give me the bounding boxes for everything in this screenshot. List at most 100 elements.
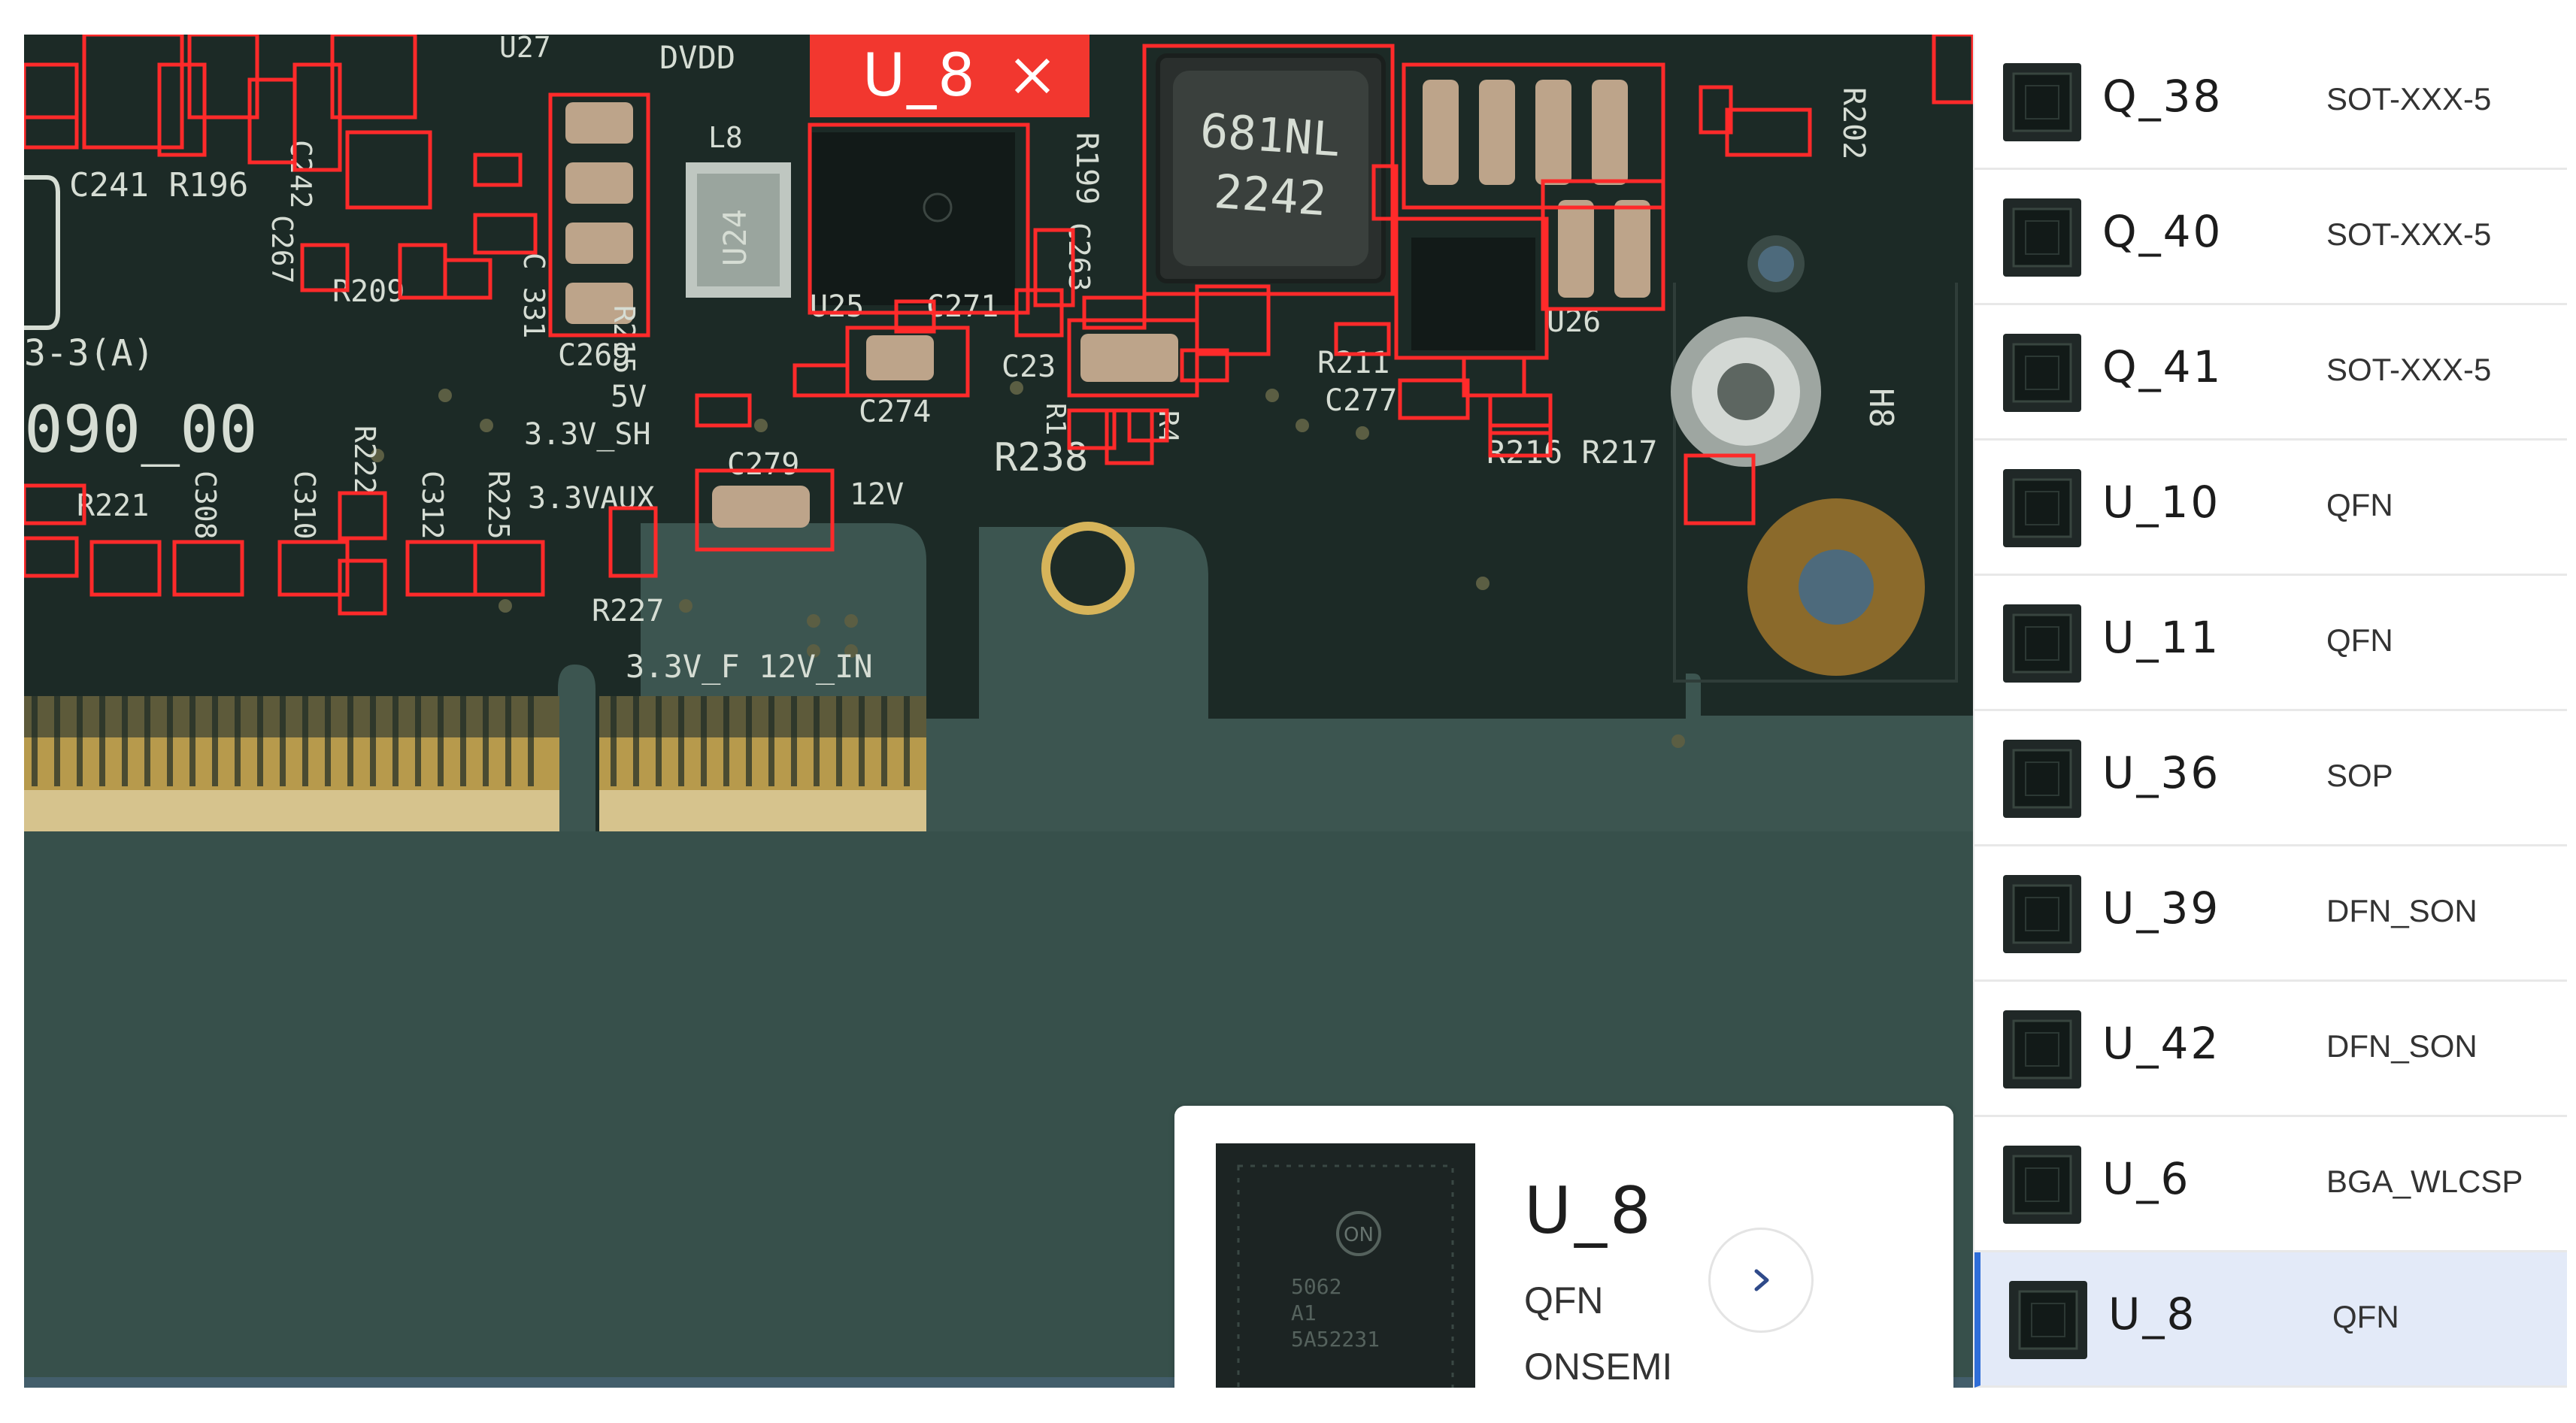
silk-c242: C242 xyxy=(284,140,317,209)
component-package: SOT-XXX-5 xyxy=(2326,81,2492,117)
component-detail-card: ON 5062 A1 5A52231 U_8 QFN ONSEMI xyxy=(1174,1106,1953,1388)
mount-hole-lower xyxy=(1747,498,1925,676)
component-thumbnail xyxy=(2003,1146,2081,1224)
inductor-bottom-text: 2242 xyxy=(1212,164,1328,226)
detail-next-button[interactable] xyxy=(1708,1228,1814,1333)
silk-c312: C312 xyxy=(416,471,449,540)
component-name: Q_41 xyxy=(2102,341,2223,392)
chevron-right-icon xyxy=(1754,1269,1769,1291)
silk-r238: R238 xyxy=(994,435,1088,480)
silk-r209: C 331 xyxy=(517,253,550,338)
mount-hole-tray xyxy=(1041,522,1135,615)
component-list-item[interactable]: Q_40 SOT-XXX-5 xyxy=(1974,170,2567,305)
edge-connector xyxy=(24,696,926,831)
silk-r227: R227 xyxy=(592,594,664,628)
silk-c269: C269 xyxy=(558,338,630,373)
component-name: U_39 xyxy=(2102,883,2221,934)
mount-hole-h8 xyxy=(1671,316,1821,467)
component-thumbnail xyxy=(2003,1010,2081,1088)
component-list-item[interactable]: Q_38 SOT-XXX-5 xyxy=(1974,35,2567,170)
silk-c23: C23 xyxy=(1002,350,1056,384)
left-connector-outline xyxy=(24,175,60,330)
component-package: DFN_SON xyxy=(2326,893,2478,928)
silk-r1: R1 xyxy=(1040,403,1071,435)
mount-hole-small xyxy=(1747,235,1805,292)
component-thumbnail xyxy=(2003,740,2081,818)
component-list-item[interactable]: U_39 DFN_SON xyxy=(1974,846,2567,982)
component-package: SOP xyxy=(2326,758,2393,793)
bbox-c274 xyxy=(845,325,970,398)
silk-c271: C271 xyxy=(926,289,999,324)
component-list-item[interactable]: Q_41 SOT-XXX-5 xyxy=(1974,305,2567,441)
silk-c279: C279 xyxy=(727,447,799,482)
silk-c274: C274 xyxy=(859,395,931,429)
component-thumbnail xyxy=(2003,198,2081,277)
silk-rev: 3-3(A) xyxy=(24,332,154,374)
inductor-top-text: 681NL xyxy=(1199,103,1342,168)
svg-text:U24: U24 xyxy=(717,209,753,266)
selection-tag: U_8 xyxy=(810,35,1089,117)
cap-c274 xyxy=(866,335,934,380)
cap-c279 xyxy=(712,486,810,528)
component-detail-manufacturer: ONSEMI xyxy=(1524,1346,1673,1388)
component-list-item[interactable]: U_8 QFN xyxy=(1974,1252,2567,1388)
component-list-item[interactable]: U_10 QFN xyxy=(1974,441,2567,576)
thumb-marking-3: 5A52231 xyxy=(1291,1327,1380,1352)
component-package: SOT-XXX-5 xyxy=(2326,352,2492,387)
detection-boxes[interactable] xyxy=(24,35,1973,616)
selection-tag-label: U_8 xyxy=(862,42,977,110)
silk-c263: C263 xyxy=(1062,223,1096,292)
silk-r199: R199 xyxy=(1069,132,1104,204)
component-name: U_6 xyxy=(2102,1153,2191,1204)
silk-c310: C310 xyxy=(288,471,321,540)
silk-r221: R221 xyxy=(77,489,149,523)
silk-h8: H8 xyxy=(1862,388,1900,428)
silk-r225: R225 xyxy=(482,471,515,540)
component-name: Q_40 xyxy=(2102,206,2223,257)
silk-board-id: 090_00 xyxy=(24,392,258,468)
chip-u8 xyxy=(812,132,1015,305)
component-package: QFN xyxy=(2332,1299,2399,1334)
component-thumbnail xyxy=(2003,875,2081,953)
bbox-c23 xyxy=(1067,318,1199,398)
silk-5v: 5V xyxy=(611,380,647,414)
component-detail-package: QFN xyxy=(1524,1279,1604,1322)
component-name: Q_38 xyxy=(2102,71,2223,122)
silk-l8: L8 xyxy=(708,121,743,154)
component-name: U_10 xyxy=(2102,477,2221,528)
silk-u25: U25 xyxy=(810,289,864,324)
silk-r211: R211 xyxy=(1317,346,1390,380)
silk-3v3f-12vin: 3.3V_F 12V_IN xyxy=(626,648,873,685)
component-package: SOT-XXX-5 xyxy=(2326,216,2492,252)
component-detail-title: U_8 xyxy=(1524,1173,1654,1249)
chip-c331: U24 xyxy=(686,162,791,298)
component-list-item[interactable]: U_6 BGA_WLCSP xyxy=(1974,1117,2567,1252)
bbox-u25 xyxy=(808,123,1030,315)
silk-r215: R215 xyxy=(608,305,641,374)
thumb-marking-2: A1 xyxy=(1291,1300,1317,1325)
pcb-board xyxy=(24,35,1973,831)
component-name: U_8 xyxy=(2108,1288,2197,1340)
cap-row-top xyxy=(1423,80,1650,298)
cap-stack-c269 xyxy=(565,102,633,324)
silk-c241-r196: C241 R196 xyxy=(69,166,248,204)
close-icon[interactable] xyxy=(1009,53,1056,99)
component-thumbnail xyxy=(2009,1281,2087,1359)
bbox-c269 xyxy=(548,92,650,338)
silk-c277: C277 xyxy=(1325,383,1397,418)
inductor-l: 681NL 2242 xyxy=(1156,53,1386,283)
pcb-viewer[interactable]: 681NL 2242 U24 xyxy=(24,35,1973,1388)
silkscreen-labels: U27 DVDD L8 R199 R202 C241 R196 C242 C26… xyxy=(24,35,1900,685)
silk-3v3-sh: 3.3V_SH xyxy=(524,417,651,452)
component-thumbnail xyxy=(2003,63,2081,141)
component-package: BGA_WLCSP xyxy=(2326,1164,2523,1199)
silk-c267: C267 xyxy=(265,215,299,284)
component-thumbnail xyxy=(2003,469,2081,547)
component-name: U_11 xyxy=(2102,612,2221,663)
component-package: QFN xyxy=(2326,487,2393,522)
thumb-logo: ON xyxy=(1344,1224,1374,1246)
